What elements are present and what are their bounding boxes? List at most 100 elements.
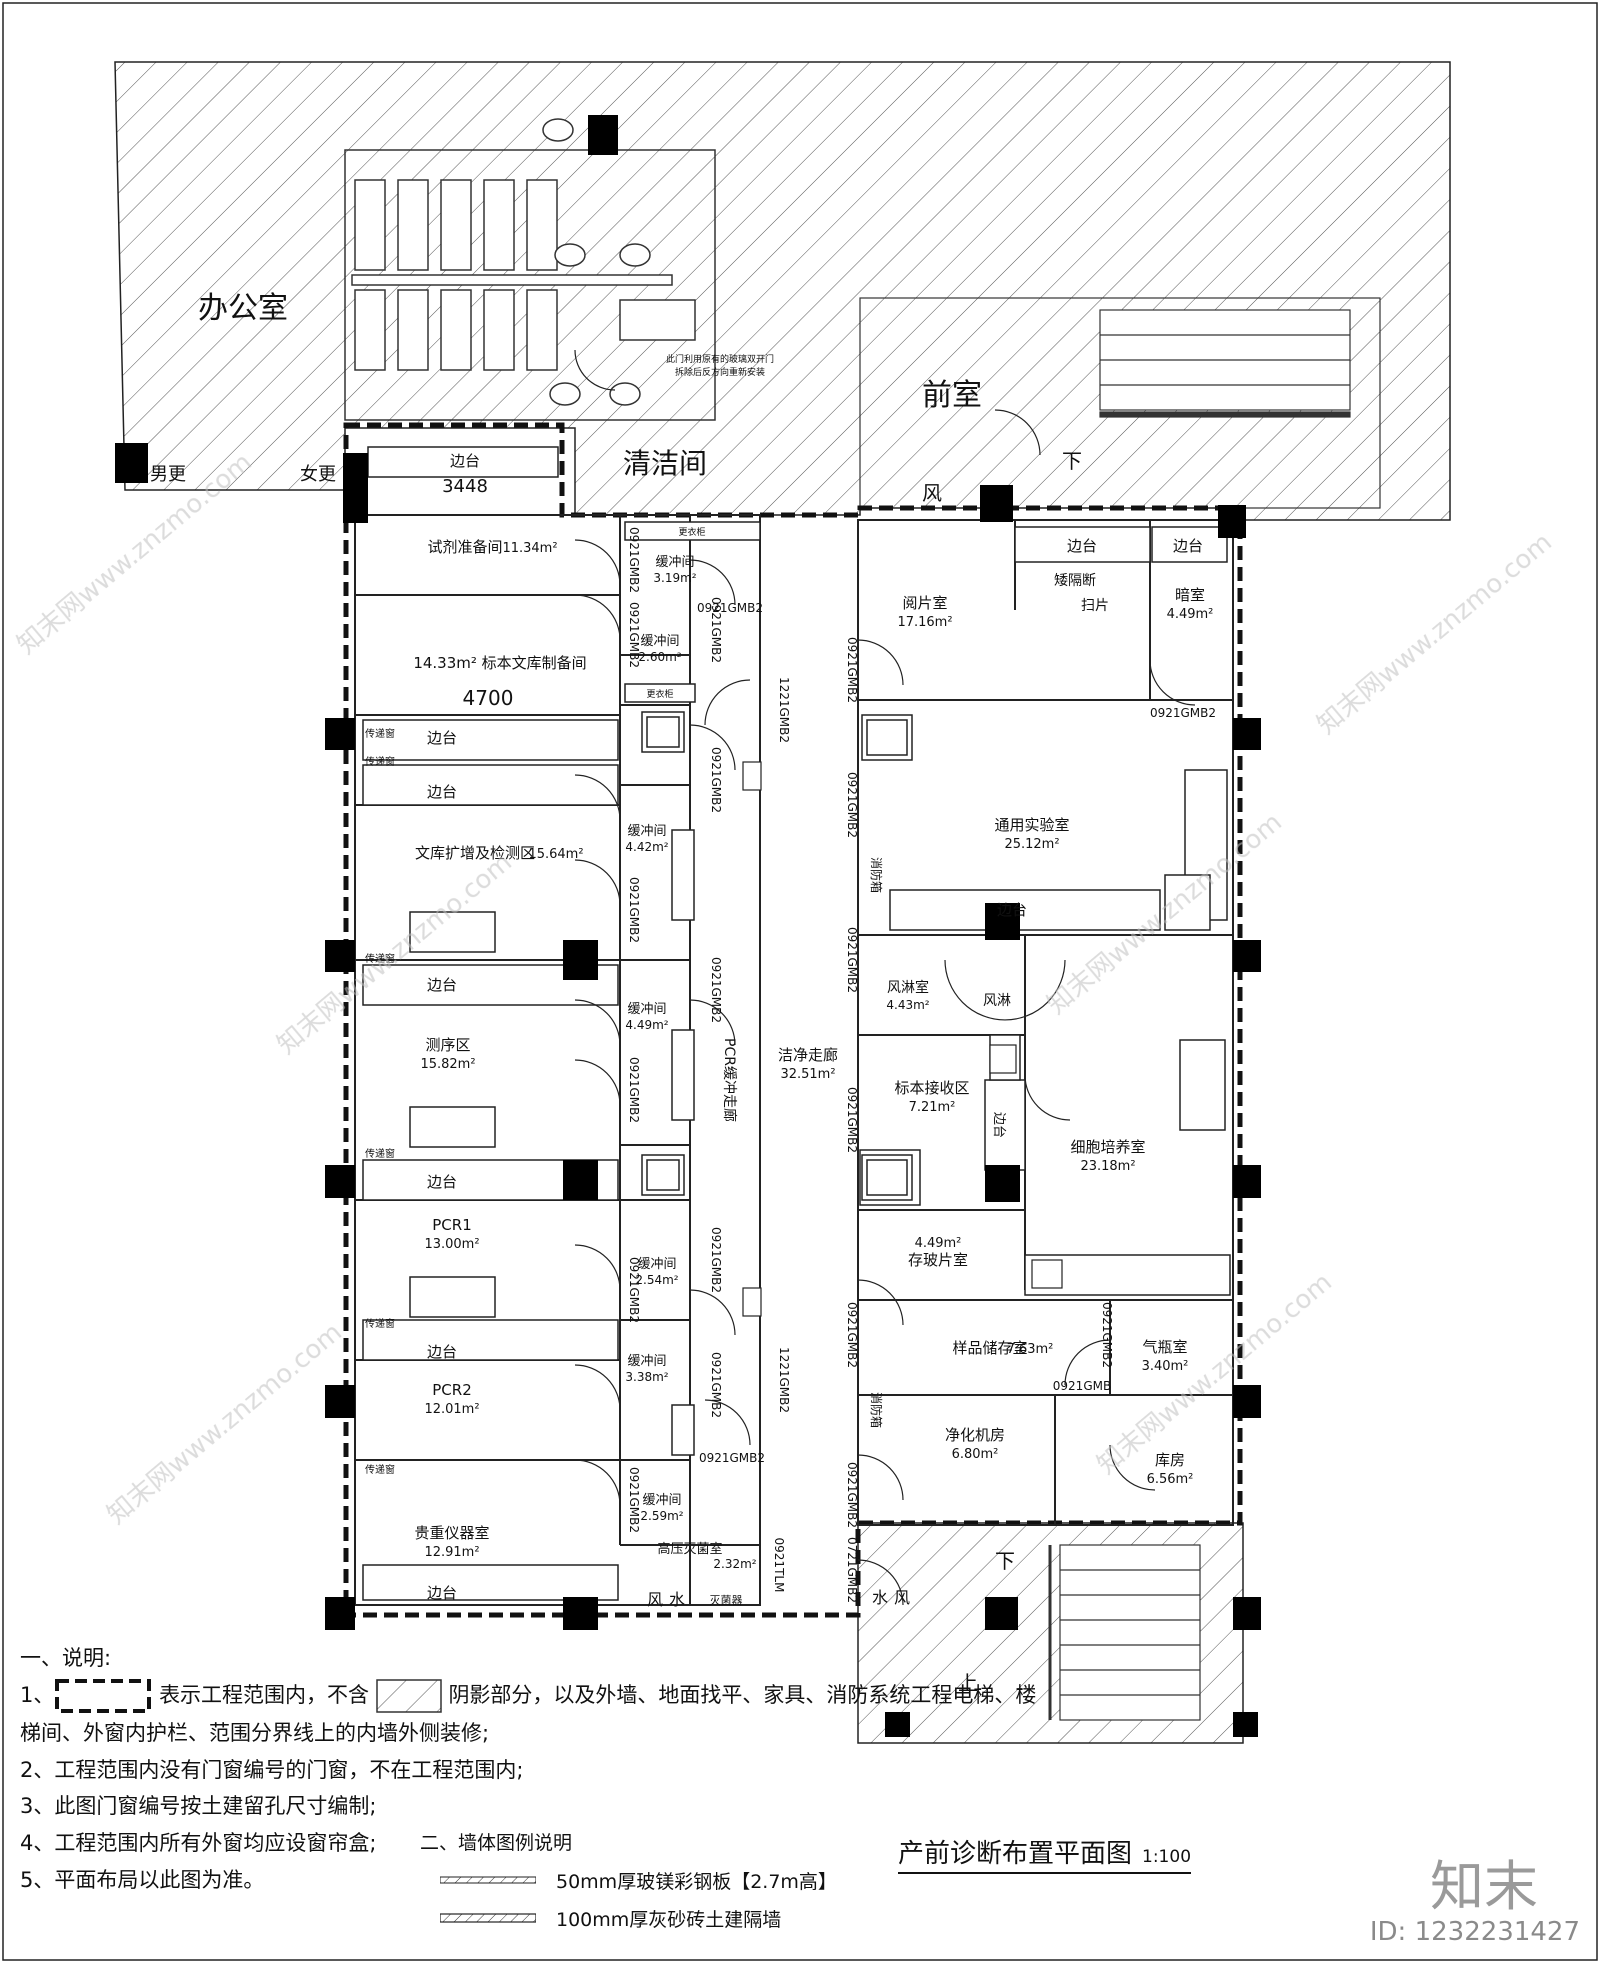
door-code-12: 0921GMB2 xyxy=(709,1352,723,1418)
room-right-2-area: 4.49m² xyxy=(1167,607,1214,622)
buffer-2-area: 2.60m² xyxy=(638,650,681,664)
door-swings xyxy=(574,349,1196,1606)
buffer-7-name: 缓冲间 xyxy=(642,1493,681,1508)
room-right-11-area: 6.56m² xyxy=(1147,1472,1194,1487)
door-code-8: 0921GMB2 xyxy=(709,957,723,1023)
room-right-4-area: 4.43m² xyxy=(886,998,929,1012)
hatched-area-north xyxy=(114,61,1451,521)
room-left-1-name: 试剂准备间 xyxy=(427,538,502,556)
counter-left-5: 边台 xyxy=(427,1343,457,1361)
counter-right-3: 边台 xyxy=(997,901,1027,919)
room-left-6-area: 12.01m² xyxy=(424,1402,479,1417)
label-door-note-1: 此门利用原有的玻璃双开门 xyxy=(666,353,774,365)
room-left-2-name: 14.33m² 标本文库制备间 xyxy=(413,654,586,672)
buffer-5-area: 2.54m² xyxy=(635,1273,678,1287)
room-right-1-area: 17.16m² xyxy=(897,615,952,630)
door-code-9: 0921GMB2 xyxy=(627,1057,641,1123)
label-locker-2: 更衣柜 xyxy=(646,688,673,700)
note-5: 5、平面布局以此图为准。 xyxy=(20,1867,265,1892)
room-labels: 办公室 男更 女更 清洁间 前室 风 下 下 上 此门利用原有的玻璃双开门 拆除… xyxy=(150,291,1213,1695)
label-wind-top: 风 xyxy=(922,481,942,505)
left-block-walls xyxy=(354,514,761,1606)
hatch-legend-swatch xyxy=(376,1679,442,1713)
buffer-7-area: 2.59m² xyxy=(640,1509,683,1523)
brand-logo: 知末 xyxy=(1430,1855,1538,1918)
counter-right-2: 边台 xyxy=(1173,537,1203,555)
label-locker-1: 更衣柜 xyxy=(678,526,705,538)
buffer-3-name: 缓冲间 xyxy=(627,824,666,839)
label-up-bottom: 上 xyxy=(958,1671,978,1695)
wall-legend-heading: 二、墙体图例说明 xyxy=(420,1832,573,1854)
label-water-left: 水 xyxy=(669,1590,685,1609)
room-right-5-name: 标本接收区 xyxy=(894,1079,969,1097)
note-1-mid: 表示工程范围内，不含 xyxy=(159,1682,370,1707)
drawing-scale: 1:100 xyxy=(1142,1847,1192,1867)
autoclave-name: 高压灭菌室 xyxy=(657,1541,722,1557)
door-codes: 0921GMB2 0921GMB2 0921GMB2 0921GMB2 1221… xyxy=(627,527,1216,1603)
door-code-21: 0921GMB2 xyxy=(845,1302,859,1368)
pass-box-l6: 传递窗 xyxy=(365,1463,395,1476)
door-code-1: 0921GMB2 xyxy=(627,527,641,593)
wall-legend-1-text: 50mm厚玻镁彩钢板【2.7m高】 xyxy=(556,1870,837,1893)
door-code-23: 0721GMB2 xyxy=(845,1537,859,1603)
left-counters xyxy=(362,719,619,1601)
room-right-9-name: 气瓶室 xyxy=(1142,1338,1187,1356)
pass-box-l2: 传递窗 xyxy=(365,755,395,768)
sinks xyxy=(742,761,1063,1317)
room-right-2-name: 暗室 xyxy=(1175,586,1205,604)
door-code-19: 0921GMB2 xyxy=(845,927,859,993)
room-right-1-name: 阅片室 xyxy=(902,594,947,612)
watermark-4: 知末网www.znzmo.com xyxy=(102,1317,348,1530)
room-left-4-name: 测序区 xyxy=(425,1036,470,1054)
door-code-5: 1221GMB2 xyxy=(777,677,791,743)
room-left-5-area: 13.00m² xyxy=(424,1237,479,1252)
room-left-3-name: 文库扩增及检测区 xyxy=(415,844,535,862)
buffer-4-name: 缓冲间 xyxy=(627,1002,666,1017)
door-code-18: 0921GMB2 xyxy=(845,772,859,838)
door-code-16: 0921TLM xyxy=(772,1538,786,1593)
corridor-clean-area: 32.51m² xyxy=(780,1067,835,1082)
note-2: 2、工程范围内没有门窗编号的门窗，不在工程范围内; xyxy=(20,1757,524,1782)
label-air-shower: 风淋 xyxy=(983,993,1011,1009)
wall-legend-2-text: 100mm厚灰砂砖土建隔墙 xyxy=(556,1908,782,1931)
room-right-4-name: 风淋室 xyxy=(887,979,929,996)
columns xyxy=(115,115,1261,1737)
drawing-title-text: 产前诊断布置平面图 xyxy=(898,1839,1133,1869)
label-wind-left: 风 xyxy=(647,1590,663,1609)
room-left-7-name: 贵重仪器室 xyxy=(414,1524,489,1542)
buffer-1-area: 3.19m² xyxy=(653,571,696,585)
label-cleaning: 清洁间 xyxy=(623,447,707,480)
buffer-3-area: 4.42m² xyxy=(625,840,668,854)
counter-left-6: 边台 xyxy=(427,1584,457,1602)
note-1-continued: 梯间、外窗内护栏、范围分界线上的内墙外侧装修; xyxy=(20,1720,490,1745)
door-code-4: 0921GMB2 xyxy=(709,597,723,663)
room-right-11-name: 库房 xyxy=(1155,1451,1185,1469)
autoclave-area: 2.32m² xyxy=(713,1557,756,1571)
general-notes: 一、说明: 1、 表示工程范围内，不含 阴影部分，以及外墙、地面找平、家具、消防… xyxy=(20,1640,1060,1899)
right-counters xyxy=(859,526,1231,1296)
label-water-right: 水 xyxy=(872,1588,888,1607)
label-door-note-2: 拆除后反方向重新安装 xyxy=(675,366,765,378)
wall-legend-row-1: 50mm厚玻镁彩钢板【2.7m高】 xyxy=(420,1861,837,1899)
pass-boxes xyxy=(641,711,913,1201)
door-code-15: 0921GMB2 xyxy=(627,1467,641,1533)
counter-right-4: 边台 xyxy=(991,1112,1006,1138)
room-left-5-name: PCR1 xyxy=(432,1216,472,1234)
label-women-locker: 女更 xyxy=(300,464,336,485)
room-left-3-area: 15.64m² xyxy=(528,847,583,862)
room-right-8-area: 7.63m² xyxy=(1007,1342,1054,1357)
buffer-4-area: 4.49m² xyxy=(625,1018,668,1032)
label-down-bottom: 下 xyxy=(995,1549,1015,1573)
room-left-7-area: 12.91m² xyxy=(424,1545,479,1560)
room-left-6-name: PCR2 xyxy=(432,1381,472,1399)
lockers xyxy=(624,521,761,1456)
pass-box-l3: 传递窗 xyxy=(365,952,395,965)
room-right-3-name: 通用实验室 xyxy=(994,816,1069,834)
door-code-26: 0921GMB xyxy=(1053,1379,1111,1393)
label-men-locker: 男更 xyxy=(150,464,186,485)
watermark-6: 知末网www.znzmo.com xyxy=(1312,527,1558,740)
door-code-14: 0921GMB2 xyxy=(699,1451,765,1465)
boundary-legend-swatch xyxy=(55,1678,152,1713)
